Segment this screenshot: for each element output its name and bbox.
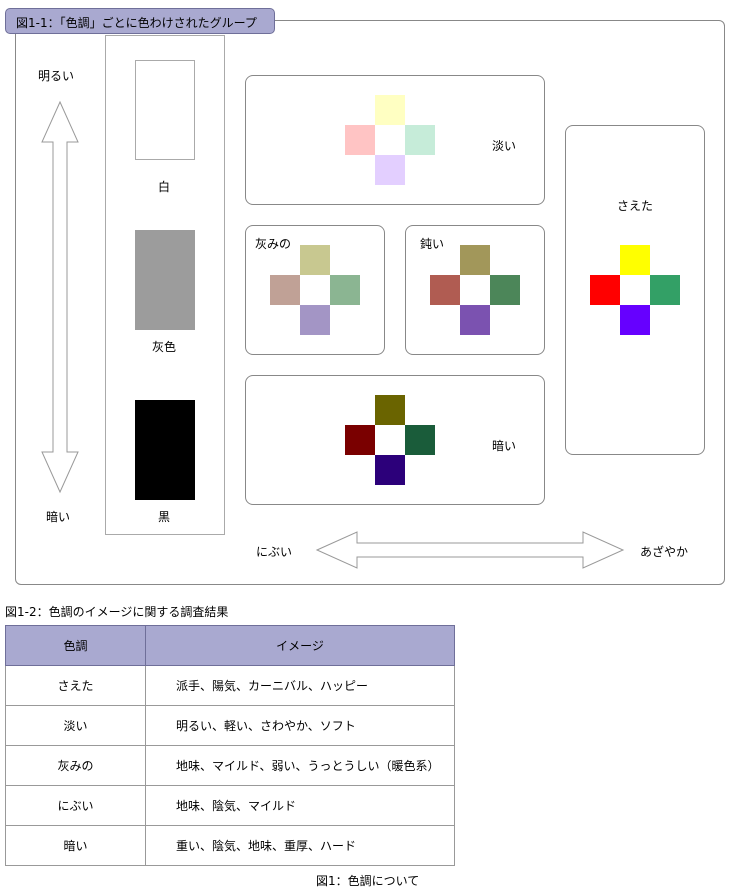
table-row: 淡い 明るい、軽い、さわやか、ソフト [5, 705, 455, 746]
pale-right [405, 125, 435, 155]
swatch-black-label: 黒 [158, 510, 171, 524]
figure-caption: 図1：色調について [316, 874, 420, 888]
dull-right [490, 275, 520, 305]
figure1-title: 図1-1：「色調」ごとに色わけされたグループ [5, 8, 275, 34]
tone-cell: さえた [5, 665, 146, 706]
table-row: 灰みの 地味、マイルド、弱い、うっとうしい（暖色系） [5, 745, 455, 786]
dull-left [430, 275, 460, 305]
vivid-left [590, 275, 620, 305]
achromatic-column [105, 35, 225, 535]
swatch-white [135, 60, 195, 160]
image-cell: 地味、マイルド、弱い、うっとうしい（暖色系） [145, 745, 455, 786]
group-vivid-label: さえた [617, 199, 654, 213]
table-row: さえた 派手、陽気、カーニバル、ハッピー [5, 665, 455, 706]
axis-bottom-label: 暗い [46, 510, 71, 524]
table-row: 暗い 重い、陰気、地味、重厚、ハード [5, 825, 455, 866]
dark-right [405, 425, 435, 455]
grayish-right [330, 275, 360, 305]
dull-top [460, 245, 490, 275]
swatch-gray-label: 灰色 [152, 340, 177, 354]
vivid-top [620, 245, 650, 275]
vivid-bottom [620, 305, 650, 335]
axis-top-label: 明るい [38, 69, 75, 83]
grayish-top [300, 245, 330, 275]
pale-bottom [375, 155, 405, 185]
swatch-black [135, 400, 195, 500]
tone-cell: 淡い [5, 705, 146, 746]
table-row: にぶい 地味、陰気、マイルド [5, 785, 455, 826]
group-grayish-label: 灰みの [255, 237, 292, 251]
header-tone: 色調 [5, 625, 146, 666]
dark-top [375, 395, 405, 425]
vivid-right [650, 275, 680, 305]
grayish-left [270, 275, 300, 305]
dull-bottom [460, 305, 490, 335]
axis-right-label: あざやか [640, 545, 689, 559]
group-dull-label: 鈍い [420, 237, 445, 251]
figure2-title: 図1-2：色調のイメージに関する調査結果 [5, 605, 229, 619]
swatch-gray [135, 230, 195, 330]
group-vivid [565, 125, 705, 455]
image-survey-table: 色調 イメージ さえた 派手、陽気、カーニバル、ハッピー 淡い 明るい、軽い、さ… [5, 625, 455, 866]
grayish-bottom [300, 305, 330, 335]
group-pale-label: 淡い [492, 139, 517, 153]
tone-cell: 灰みの [5, 745, 146, 786]
tone-cell: 暗い [5, 825, 146, 866]
pale-top [375, 95, 405, 125]
image-cell: 重い、陰気、地味、重厚、ハード [145, 825, 455, 866]
image-cell: 明るい、軽い、さわやか、ソフト [145, 705, 455, 746]
tone-cell: にぶい [5, 785, 146, 826]
horizontal-double-arrow [315, 531, 625, 569]
header-image: イメージ [145, 625, 455, 666]
vertical-double-arrow [41, 100, 79, 494]
axis-left-label: にぶい [256, 545, 293, 559]
dark-bottom [375, 455, 405, 485]
dark-left [345, 425, 375, 455]
pale-left [345, 125, 375, 155]
swatch-white-label: 白 [158, 180, 171, 194]
image-cell: 地味、陰気、マイルド [145, 785, 455, 826]
table-header-row: 色調 イメージ [5, 625, 455, 666]
group-dark-label: 暗い [492, 439, 517, 453]
image-cell: 派手、陽気、カーニバル、ハッピー [145, 665, 455, 706]
